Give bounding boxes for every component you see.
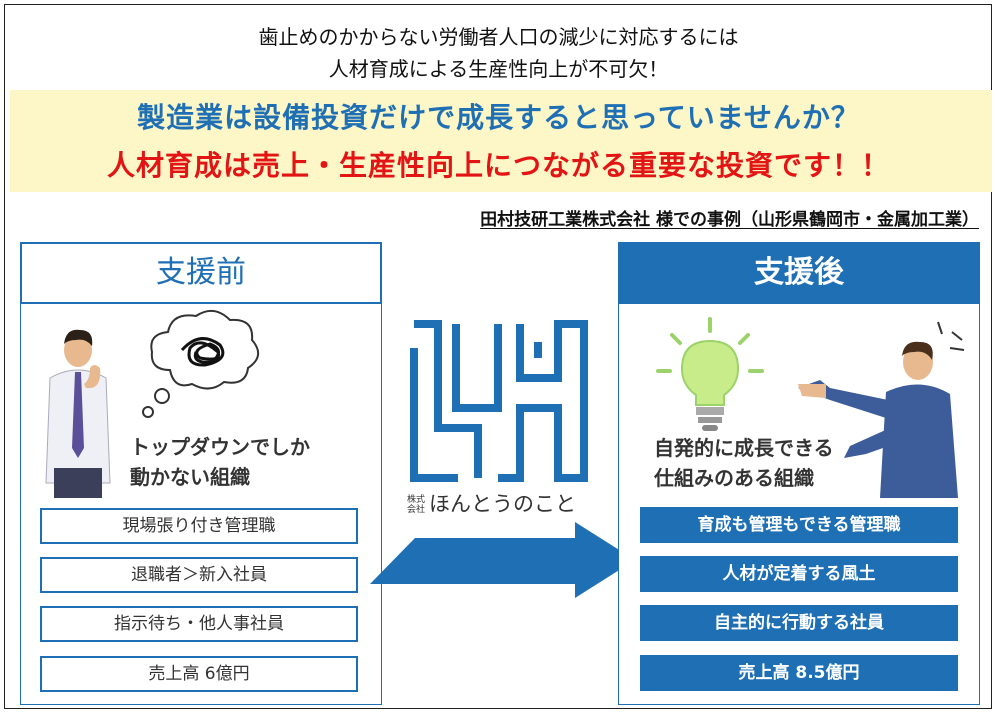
intro-line-1: 歯止めのかからない労働者人口の減少に対応するには [258, 25, 739, 49]
after-desc-line-1: 自発的に成長できる [654, 436, 834, 460]
after-title: 支援後 [618, 242, 980, 304]
headline-question: 製造業は設備投資だけで成長すると思っていませんか？ [137, 101, 860, 134]
case-study-label: 田村技研工業株式会社 様での事例（山形県鶴岡市・金属加工業） [480, 210, 979, 230]
lightbulb-icon [656, 317, 764, 431]
progress-arrow-icon [370, 522, 635, 598]
pointing-man-icon [798, 321, 965, 498]
after-item-1: 育成も管理もできる管理職 [640, 507, 958, 543]
thought-cloud-icon [142, 309, 259, 418]
before-item-1: 現場張り付き管理職 [40, 508, 358, 544]
honto-logo-icon [410, 320, 588, 482]
before-desc-line-2: 動かない組織 [130, 465, 250, 489]
before-desc-line-1: トップダウンでしか [130, 435, 310, 459]
after-desc-line-2: 仕組みのある組織 [654, 466, 814, 490]
after-item-4: 売上高 8.5億円 [640, 655, 958, 691]
logo-kabushiki: 株式会社 [407, 495, 426, 515]
before-title: 支援前 [20, 242, 382, 304]
before-item-2: 退職者＞新入社員 [40, 557, 358, 593]
company-logo-text: 株式会社ほんとうのこと [407, 488, 607, 518]
before-item-4: 売上高 6億円 [40, 656, 358, 692]
before-item-3: 指示待ち・他人事社員 [40, 606, 358, 642]
after-item-3: 自主的に行動する社員 [640, 605, 958, 641]
intro-line-2: 人材育成による生産性向上が不可欠！ [328, 57, 669, 81]
logo-name: ほんとうのこと [429, 492, 576, 516]
thinking-man-icon [45, 329, 111, 498]
headline-statement: 人材育成は売上・生産性向上につながる重要な投資です！！ [106, 149, 890, 182]
headline-banner [10, 90, 992, 192]
after-item-2: 人材が定着する風土 [640, 556, 958, 592]
